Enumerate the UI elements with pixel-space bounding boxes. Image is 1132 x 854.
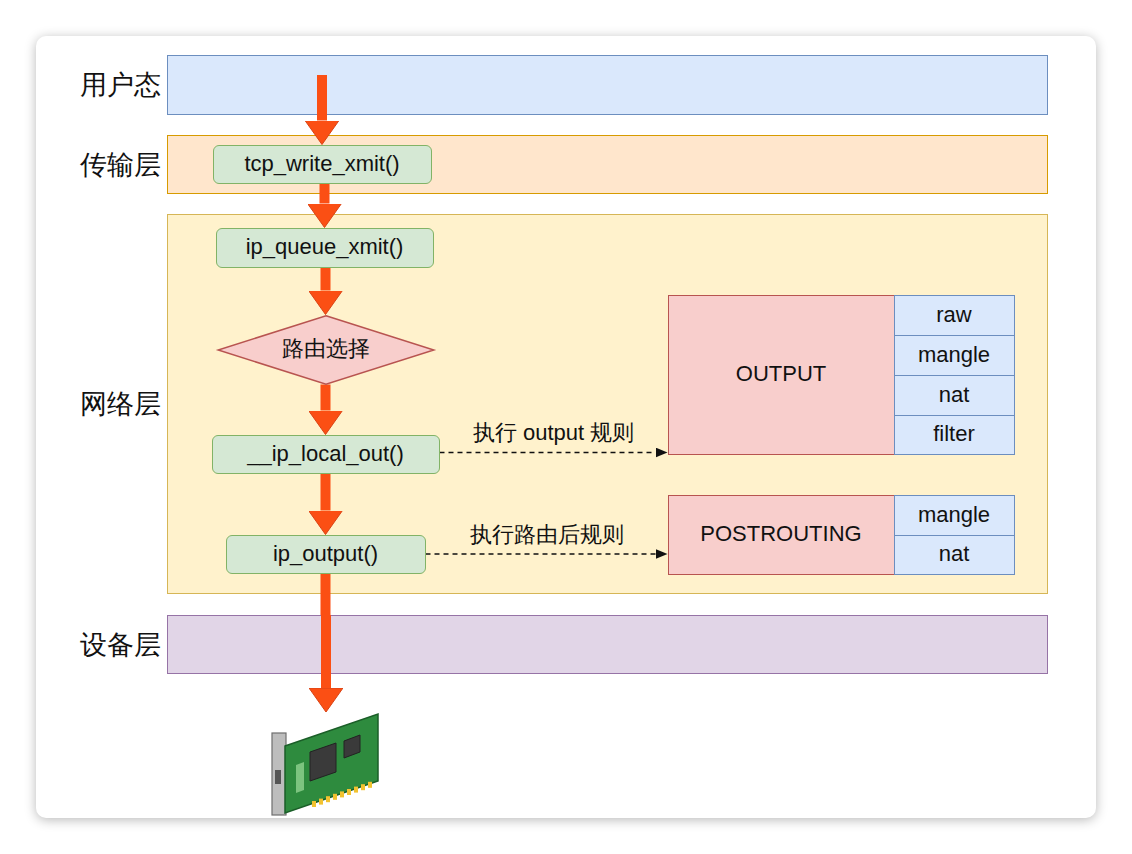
chip	[310, 743, 336, 781]
box-label: mangle	[918, 342, 990, 368]
flow-arrow	[321, 574, 331, 616]
box-label: ip_queue_xmit()	[246, 234, 404, 260]
layer-band: 用户态	[167, 55, 1048, 115]
layer-label: 传输层	[80, 148, 161, 180]
box-label: OUTPUT	[736, 361, 826, 387]
box-label: __ip_local_out()	[247, 441, 404, 467]
layer-label: 网络层	[80, 388, 161, 420]
layer-label: 用户态	[80, 69, 161, 101]
gold-contacts	[312, 782, 372, 807]
layer-band: 设备层	[167, 615, 1048, 674]
table-cell: nat	[894, 375, 1015, 417]
box-label: mangle	[918, 502, 990, 528]
layer-band: 传输层tcp_write_xmit()	[167, 135, 1048, 194]
flow-arrow	[321, 385, 331, 411]
chain-box: POSTROUTING	[668, 495, 895, 575]
table-cell: nat	[894, 535, 1015, 575]
rule-arrow	[440, 452, 656, 454]
function-box: ip_queue_xmit()	[216, 228, 434, 268]
rule-arrow	[426, 553, 656, 555]
function-box: __ip_local_out()	[212, 435, 440, 474]
function-box: tcp_write_xmit()	[213, 145, 432, 184]
gold-contact	[368, 782, 372, 788]
flow-arrow	[320, 184, 330, 204]
box-label: POSTROUTING	[700, 521, 861, 547]
function-box: ip_output()	[226, 535, 426, 574]
box-label: raw	[936, 302, 971, 328]
gold-contact	[312, 801, 316, 807]
gold-contact	[354, 787, 358, 793]
flow-arrow-to-card	[321, 615, 331, 688]
gold-contact	[333, 794, 337, 800]
chip	[344, 735, 360, 758]
edge-label: 执行路由后规则	[470, 522, 624, 548]
gold-contact	[326, 796, 330, 802]
layer-label: 设备层	[80, 628, 161, 660]
box-label: ip_output()	[273, 541, 378, 567]
table-cell: mangle	[894, 335, 1015, 377]
card-board	[285, 714, 378, 813]
table-cell: mangle	[894, 495, 1015, 537]
flow-arrow	[321, 268, 331, 291]
table-cell: filter	[894, 415, 1015, 455]
decision-diamond: 路由选择	[216, 315, 436, 385]
flow-arrow	[317, 75, 327, 121]
table-cell: raw	[894, 295, 1015, 337]
gold-contact	[361, 784, 365, 790]
card-bracket	[272, 733, 286, 815]
gold-contact	[340, 791, 344, 797]
box-label: 路由选择	[282, 336, 370, 362]
box-label: tcp_write_xmit()	[244, 151, 399, 177]
box-label: filter	[933, 421, 975, 447]
flow-arrow	[321, 474, 331, 511]
gold-contact	[319, 799, 323, 805]
edge-label: 执行 output 规则	[473, 420, 634, 446]
gold-contact	[347, 789, 351, 795]
port-hole	[275, 770, 281, 784]
chain-box: OUTPUT	[668, 295, 895, 455]
component	[296, 762, 304, 793]
box-label: nat	[939, 541, 970, 567]
box-label: nat	[939, 382, 970, 408]
